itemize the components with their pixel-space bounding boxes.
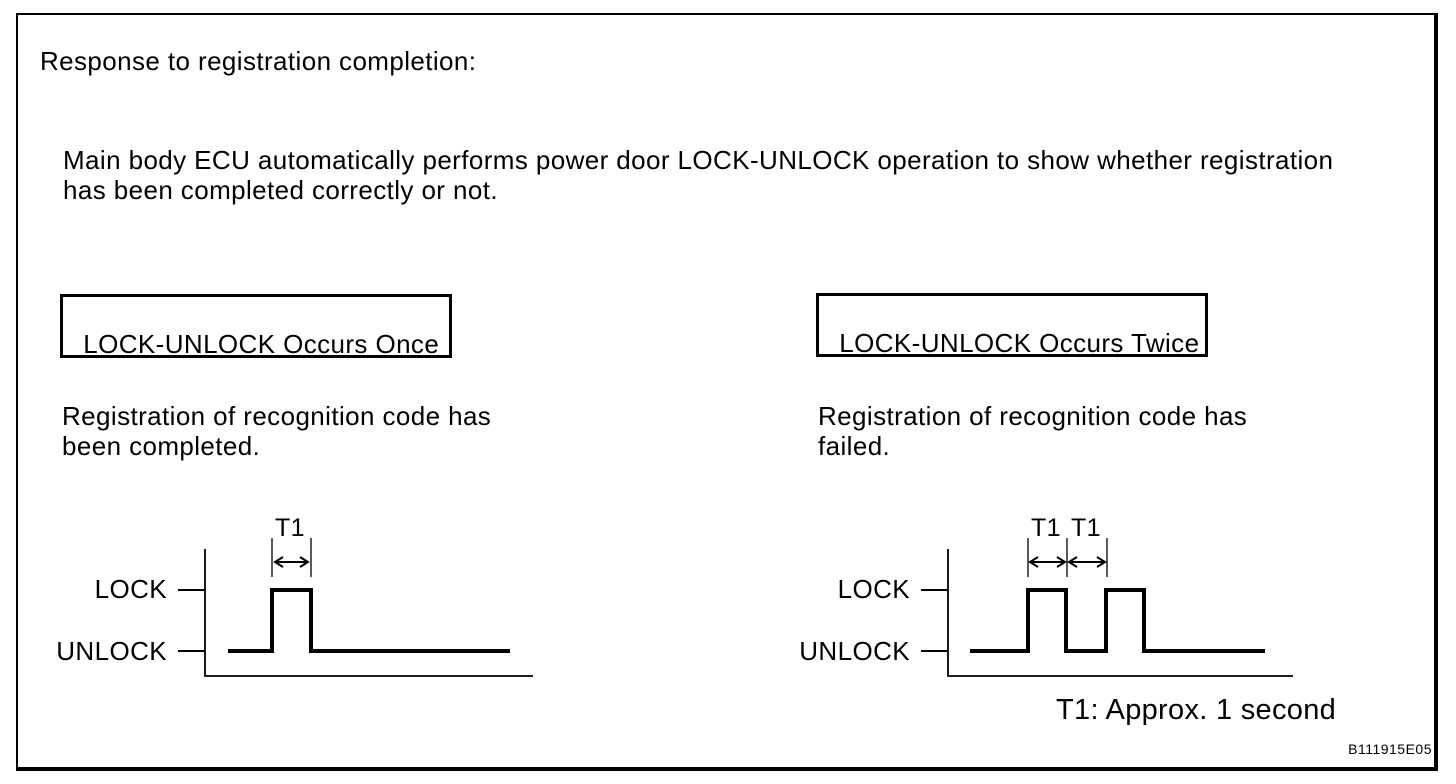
- heading-occurs-once-label: LOCK-UNLOCK Occurs Once: [83, 329, 440, 359]
- heading-box-occurs-once: LOCK-UNLOCK Occurs Once: [60, 294, 452, 359]
- axis-lines: [204, 549, 533, 677]
- t1-extension-lines: [1027, 538, 1108, 577]
- waveform-diagram-once: LOCK UNLOCK T1: [56, 514, 533, 677]
- lock-axis-label: LOCK: [838, 574, 911, 604]
- figure-border: [16, 13, 1438, 771]
- heading-occurs-twice-label: LOCK-UNLOCK Occurs Twice: [839, 328, 1200, 358]
- t1-arrowheads: [273, 556, 310, 568]
- axis-lines: [947, 549, 1293, 677]
- caption-registration-completed: Registration of recognition code has bee…: [62, 401, 492, 461]
- lock-pulse-waveform: [970, 588, 1265, 653]
- caption-registration-failed: Registration of recognition code has fai…: [818, 401, 1248, 461]
- figure-reference-code: B111915E05: [1348, 741, 1432, 757]
- lock-pulse-waveform: [228, 588, 510, 653]
- t1-extension-lines: [271, 538, 312, 577]
- t1-label-first: T1: [1031, 514, 1061, 542]
- figure-title: Response to registration completion:: [40, 46, 477, 76]
- lock-axis-label: LOCK: [95, 574, 168, 604]
- level-tick-marks: [921, 589, 947, 652]
- t1-label-second: T1: [1071, 514, 1101, 542]
- t1-arrowheads: [1028, 556, 1107, 568]
- unlock-axis-label: UNLOCK: [799, 636, 910, 666]
- unlock-axis-label: UNLOCK: [56, 636, 167, 666]
- figure-description: Main body ECU automatically performs pow…: [63, 145, 1334, 205]
- heading-box-occurs-twice: LOCK-UNLOCK Occurs Twice: [816, 293, 1208, 358]
- waveform-diagram-twice: LOCK UNLOCK T1 T1: [799, 514, 1293, 677]
- t1-definition-note: T1: Approx. 1 second: [1056, 694, 1337, 726]
- level-tick-marks: [178, 589, 204, 652]
- t1-label: T1: [275, 514, 305, 542]
